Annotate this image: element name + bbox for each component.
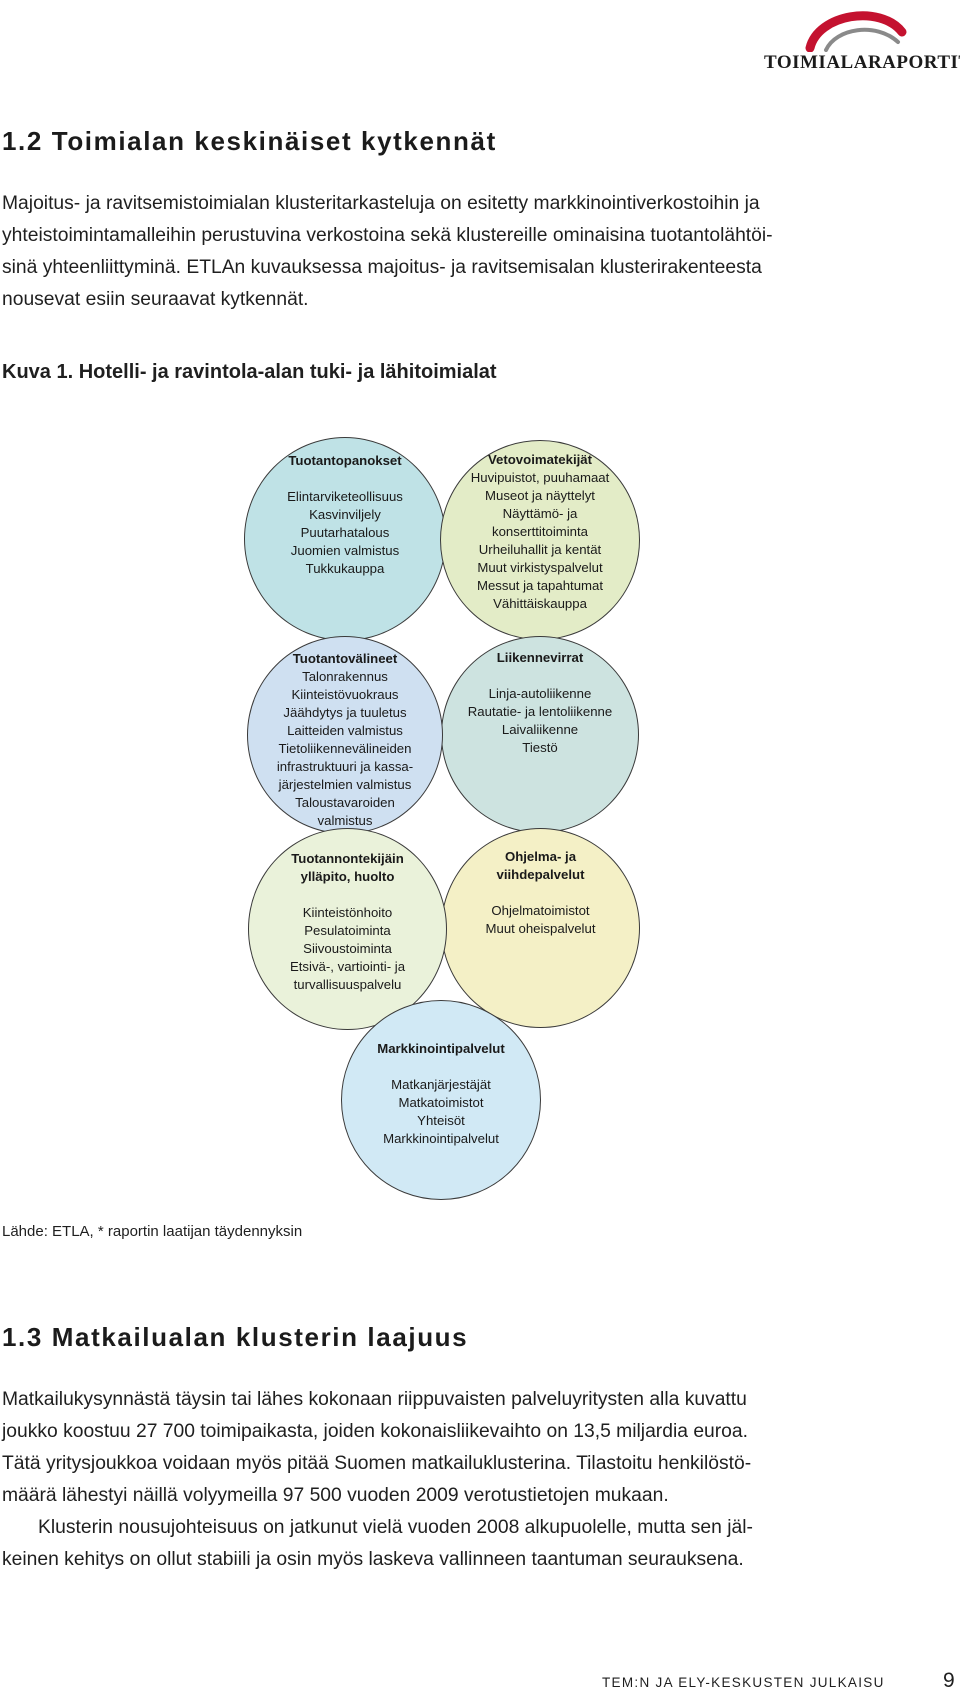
circle-item: Vähittäiskauppa — [493, 596, 587, 611]
circle-item: Museot ja näyttelyt — [485, 488, 595, 503]
paragraph-line: keinen kehitys on ollut stabiili ja osin… — [2, 1549, 744, 1570]
circle-item: Matkanjärjestäjät — [391, 1077, 491, 1092]
paragraph-line: Matkailukysynnästä täysin tai lähes koko… — [2, 1389, 747, 1410]
circle-title: Liikennevirrat — [496, 650, 584, 665]
page-number: 9 — [943, 1669, 955, 1692]
circle-item: Näyttämö- ja — [502, 506, 578, 521]
circle-item: Urheiluhallit ja kentät — [478, 542, 602, 557]
circle-item: Tukkukauppa — [305, 561, 385, 576]
circle-text-liikennevirrat: Liikennevirrat Linja-autoliikenne Rautat… — [441, 649, 639, 757]
paragraph-line: Klusterin nousujohteisuus on jatkunut vi… — [38, 1517, 753, 1538]
circle-item: Taloustavaroiden — [295, 795, 395, 810]
circle-item: Laitteiden valmistus — [287, 723, 403, 738]
circle-item: Laivaliikenne — [501, 722, 579, 737]
circle-item: Puutarhatalous — [300, 525, 390, 540]
circle-item: Matkatoimistot — [398, 1095, 484, 1110]
toimialaraportit-logo: TOIMIALARAPORTIT — [760, 6, 960, 76]
paragraph-line: Majoitus- ja ravitsemistoimialan kluster… — [2, 193, 760, 214]
paragraph-line: nousevat esiin seuraavat kytkennät. — [2, 289, 309, 310]
circle-item: konserttitoiminta — [491, 524, 588, 539]
circle-item: Markkinointipalvelut — [383, 1131, 499, 1146]
circle-title: Markkinointipalvelut — [377, 1041, 505, 1056]
section-heading-1-3: 1.3 Matkailualan klusterin laajuus — [2, 1322, 469, 1352]
circle-item: Rautatie- ja lentoliikenne — [467, 704, 613, 719]
logo-swoosh-icon — [805, 11, 907, 52]
circle-text-tuotantovalineet: Tuotantovälineet Talonrakennus Kiinteist… — [247, 650, 443, 830]
circle-text-tuotantopanokset: Tuotantopanokset Elintarviketeollisuus K… — [244, 452, 446, 578]
circle-item: Tiestö — [522, 740, 558, 755]
section-heading-1-2: 1.2 Toimialan keskinäiset kytkennät — [2, 126, 497, 156]
paragraph-line: sinä yhteenliittyminä. ETLAn kuvauksessa… — [2, 257, 762, 278]
circle-item: Kiinteistönhoito — [302, 905, 393, 920]
circle-item: Jäähdytys ja tuuletus — [283, 705, 407, 720]
figure-source: Lähde: ETLA, * raportin laatijan täydenn… — [2, 1223, 303, 1240]
circle-item: Talonrakennus — [302, 669, 388, 684]
circle-text-markkinointipalvelut: Markkinointipalvelut Matkanjärjestäjät M… — [341, 1040, 541, 1148]
paragraph-line: Tätä yritysjoukkoa voidaan myös pitää Su… — [2, 1453, 752, 1474]
circle-item: Elintarviketeollisuus — [287, 489, 403, 504]
circle-text-vetovoimatekijat: Vetovoimatekijät Huvipuistot, puuhamaat … — [440, 451, 640, 613]
circle-item: Messut ja tapahtumat — [476, 578, 604, 593]
circle-text-tuotannontekijain-yllapito: Tuotannontekijäin ylläpito, huolto Kiint… — [248, 850, 447, 994]
circle-title: Vetovoimatekijät — [487, 452, 593, 467]
circle-title-line: viihdepalvelut — [496, 867, 585, 882]
circle-title-line: Ohjelma- ja — [504, 849, 577, 864]
circle-title-line: ylläpito, huolto — [300, 869, 395, 884]
circle-item: Huvipuistot, puuhamaat — [470, 470, 610, 485]
publication-footer: TEM:N JA ELY-KESKUSTEN JULKAISU — [602, 1675, 885, 1690]
circle-title: Tuotantovälineet — [292, 651, 398, 666]
paragraph-line: määrä lähestyi näillä volyymeilla 97 500… — [2, 1485, 669, 1506]
circle-item: Muut virkistyspalvelut — [477, 560, 603, 575]
section-1-3-paragraph: Matkailukysynnästä täysin tai lähes koko… — [2, 1384, 922, 1576]
circle-title-line: Tuotannontekijäin — [291, 851, 404, 866]
circle-item: Kiinteistövuokraus — [291, 687, 399, 702]
logo-wordmark: TOIMIALARAPORTIT — [764, 52, 960, 73]
circle-item: infrastruktuuri ja kassa- — [276, 759, 414, 774]
circle-item: Kasvinviljely — [309, 507, 381, 522]
circle-item: turvallisuuspalvelu — [293, 977, 402, 992]
circle-item: Muut oheispalvelut — [485, 921, 596, 936]
figure-caption: Kuva 1. Hotelli- ja ravintola-alan tuki-… — [2, 361, 497, 383]
circle-item: Tietoliikennevälineiden — [278, 741, 412, 756]
circle-title: Tuotantopanokset — [288, 453, 402, 468]
paragraph-line: joukko koostuu 27 700 toimipaikasta, joi… — [2, 1421, 748, 1442]
paragraph-line: yhteistoimintamalleihin perustuvina verk… — [2, 225, 773, 246]
circle-item: valmistus — [317, 813, 373, 828]
circle-item: Linja-autoliikenne — [488, 686, 592, 701]
circle-item: järjestelmien valmistus — [278, 777, 412, 792]
circle-item: Etsivä-, vartiointi- ja — [289, 959, 406, 974]
circle-item: Ohjelmatoimistot — [491, 903, 590, 918]
section-1-2-paragraph: Majoitus- ja ravitsemistoimialan kluster… — [2, 188, 902, 316]
circle-item: Pesulatoiminta — [304, 923, 391, 938]
circle-item: Juomien valmistus — [290, 543, 400, 558]
circle-item: Siivoustoiminta — [303, 941, 392, 956]
circle-text-ohjelma-viihdepalvelut: Ohjelma- ja viihdepalvelut Ohjelmatoimis… — [441, 848, 640, 938]
circle-item: Yhteisöt — [417, 1113, 465, 1128]
